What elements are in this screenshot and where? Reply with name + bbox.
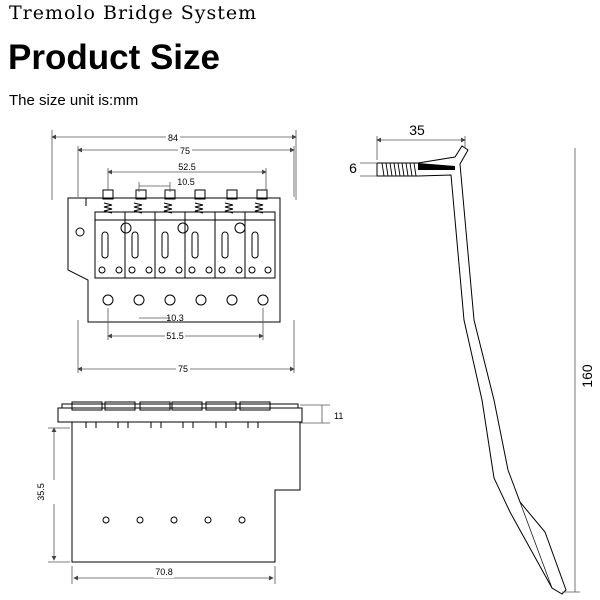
dim-hole-spacing: 10.3 <box>166 313 184 323</box>
mount-hole-icon <box>75 227 85 237</box>
saddle-slots <box>101 231 259 259</box>
dim-block-height: 35.5 <box>36 483 46 501</box>
dim-saddle-screw-span: 52.5 <box>178 162 196 172</box>
tremolo-arm <box>376 145 567 595</box>
dim-block-width: 70.8 <box>155 567 173 577</box>
dim-arm-thread-length: 35 <box>409 122 425 138</box>
sustain-block-outline <box>71 422 301 563</box>
arm-thread-lines <box>381 162 417 177</box>
side-view-dimensions <box>48 404 330 584</box>
dim-plate-width-bottom: 75 <box>178 364 188 374</box>
dim-saddle-screw-spacing: 10.5 <box>177 177 195 187</box>
dim-arm-length: 160 <box>579 364 595 388</box>
bridge-top-view <box>67 189 281 323</box>
intonation-springs <box>103 202 264 214</box>
pivot-screw-icon <box>177 222 189 234</box>
side-screw-tips <box>85 422 259 428</box>
dim-arm-thread-diameter: 6 <box>349 160 357 176</box>
unit-note: The size unit is:mm <box>9 92 139 109</box>
block-holes <box>102 516 246 524</box>
arm-dimensions <box>360 136 580 593</box>
bridge-side-view <box>57 401 303 563</box>
dim-plate-total-width: 84 <box>168 133 178 143</box>
pivot-screw-icon <box>120 222 132 234</box>
product-title: Product Size <box>8 38 220 77</box>
side-saddles <box>71 401 271 411</box>
string-holes <box>102 294 269 306</box>
height-screws <box>98 266 272 274</box>
dim-hole-span: 51.5 <box>166 331 184 341</box>
dim-saddle-span-top: 75 <box>180 146 190 156</box>
base-plate-outline <box>67 197 281 323</box>
arm-body-outline <box>417 145 567 595</box>
pivot-screw-icon <box>234 222 246 234</box>
system-title: Tremolo Bridge System <box>9 2 258 24</box>
dim-base-height: 11 <box>334 411 343 421</box>
